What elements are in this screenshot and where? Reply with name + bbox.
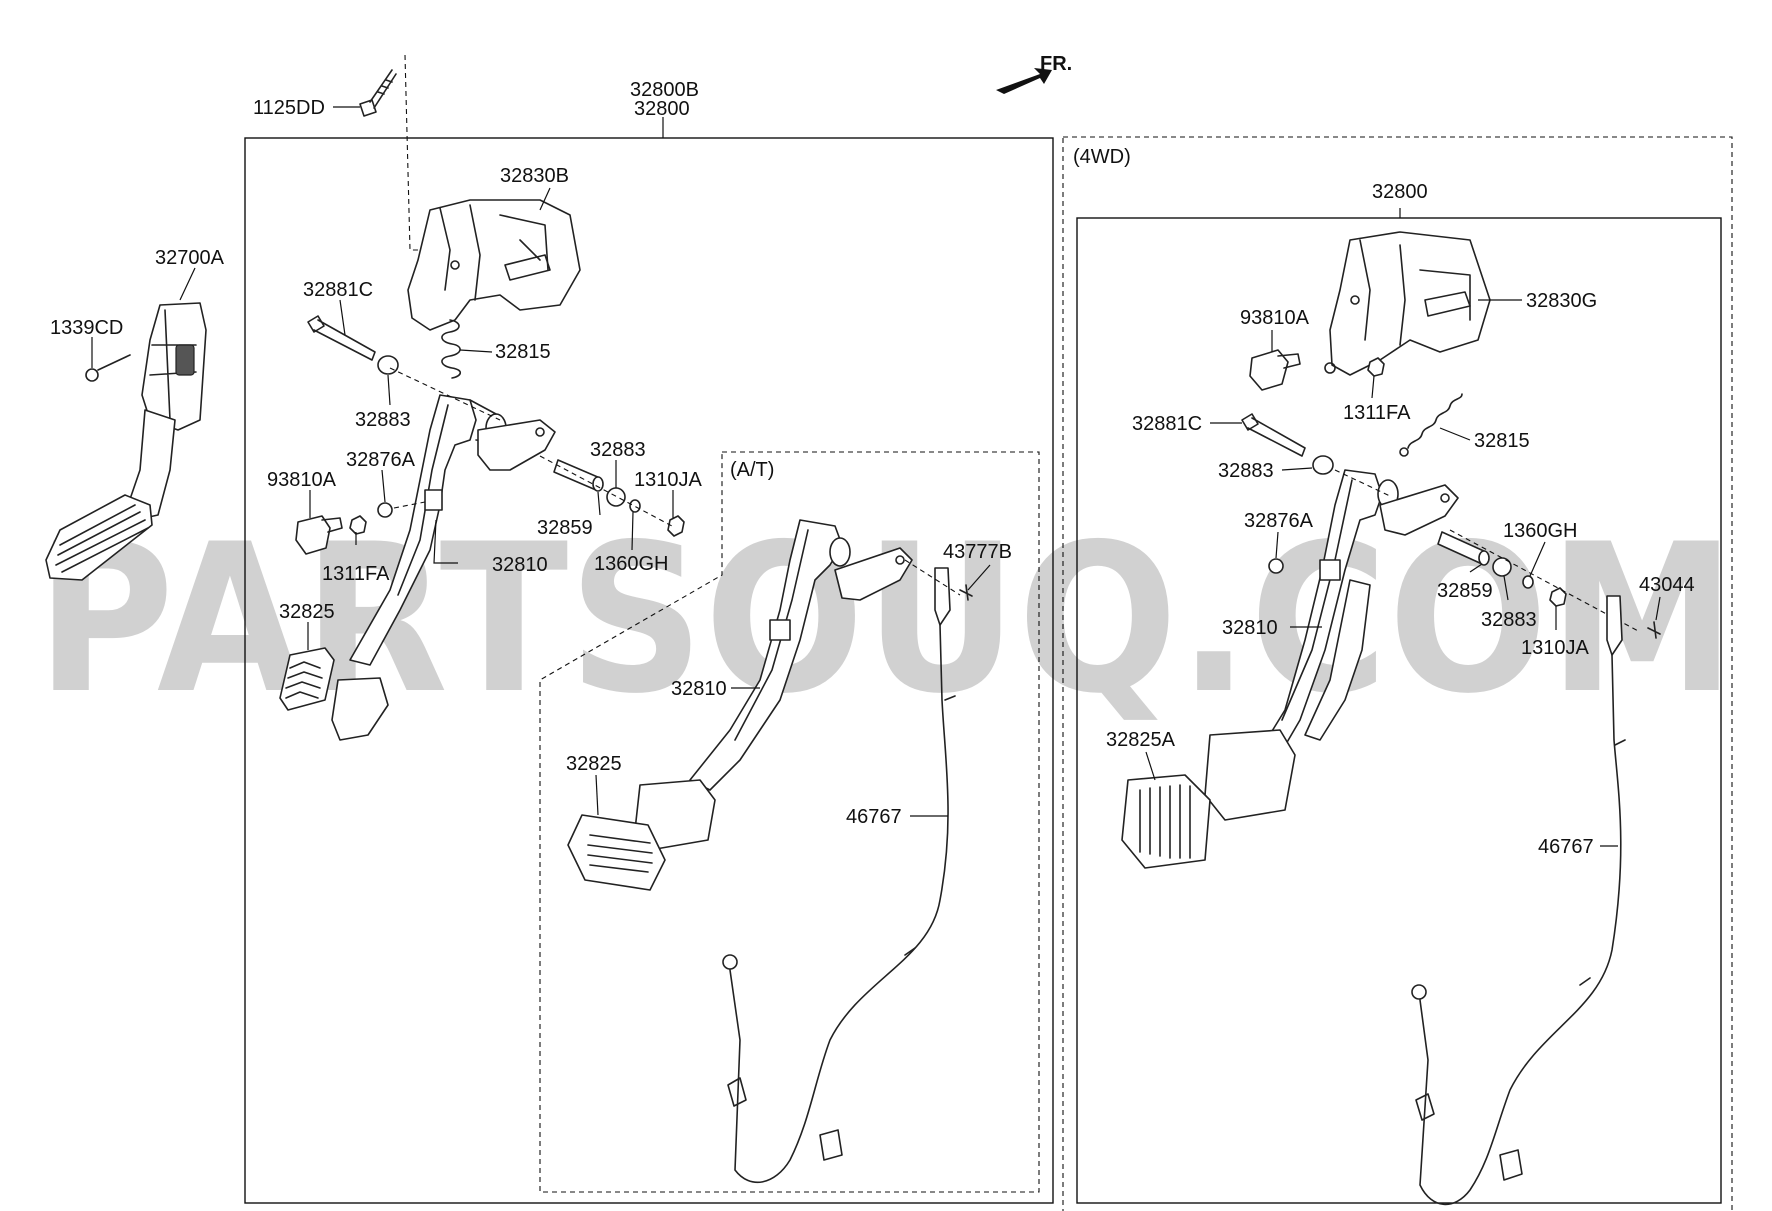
4wd-nut-1310JA-drawing [1549, 587, 1567, 607]
label-4wd-32876A: 32876A [1244, 510, 1314, 532]
label-4wd-32815: 32815 [1474, 430, 1530, 452]
label-1310JA: 1310JA [634, 469, 702, 491]
label-at-32810: 32810 [671, 678, 727, 700]
label-93810A: 93810A [267, 469, 337, 491]
label-32876A: 32876A [346, 449, 416, 471]
bolt-axis-line [389, 367, 673, 527]
section-label-at: (A/T) [730, 459, 774, 481]
4wd-stop-switch-93810A-drawing [1249, 349, 1301, 391]
label-at-32825: 32825 [566, 753, 622, 775]
label-4wd-32883-b: 32883 [1481, 609, 1537, 631]
at-brake-pedal-32810-drawing [634, 519, 913, 851]
bushing-32883-drawing [377, 355, 399, 375]
section-label-4wd: (4WD) [1073, 146, 1131, 168]
4wd-pedal-pad-32825A-drawing [1121, 774, 1211, 869]
at-cable-46767-drawing [722, 567, 956, 1184]
label-32815: 32815 [495, 341, 551, 363]
4wd-pedal-bracket-32830G-drawing [1329, 231, 1491, 376]
label-4wd-93810A: 93810A [1240, 307, 1310, 329]
4wd-assembly-frame [1076, 217, 1722, 1204]
label-4wd-32881C: 32881C [1132, 413, 1202, 435]
4wd-clip-43044-drawing [1647, 621, 1661, 639]
4wd-washer-1360GH-drawing [1522, 575, 1534, 589]
leader-lines [91, 106, 1661, 847]
label-at-46767: 46767 [846, 806, 902, 828]
label-4wd-32830G: 32830G [1526, 290, 1597, 312]
accelerator-pedal-drawing [45, 302, 207, 581]
at-section-frame [539, 451, 1040, 1193]
label-4wd-32859: 32859 [1437, 580, 1493, 602]
4wd-bushing-32883-drawing [1312, 455, 1334, 475]
4wd-bolt-32881C-drawing [1241, 413, 1306, 457]
label-1311FA: 1311FA [322, 563, 390, 585]
4wd-section-frame [1062, 136, 1733, 1211]
4wd-cable-46767-drawing [1411, 595, 1626, 1206]
nut-1310JA-drawing [667, 515, 685, 537]
4wd-stopper-32876A-drawing [1268, 558, 1284, 574]
bolt-1125DD-centerline [404, 54, 420, 251]
label-1339CD: 1339CD [50, 317, 123, 339]
label-32881C: 32881C [303, 279, 373, 301]
label-32830B: 32830B [500, 165, 569, 187]
label-4wd-32825A: 32825A [1106, 729, 1176, 751]
spring-32815-drawing [441, 319, 462, 379]
nut-1311FA-drawing [349, 515, 367, 535]
4wd-brake-pedal-32810-drawing [1204, 469, 1459, 821]
4wd-nut-1311FA-drawing [1367, 357, 1385, 377]
label-4wd-32810: 32810 [1222, 617, 1278, 639]
front-direction-arrow-icon [996, 68, 1052, 94]
washer-1360GH-drawing [629, 499, 641, 513]
label-4wd-1311FA: 1311FA [1343, 402, 1411, 424]
pedal-bracket-32830B-drawing [407, 199, 581, 331]
label-4wd-32800: 32800 [1372, 181, 1428, 203]
4wd-bolt-axis-line [1334, 469, 1641, 633]
label-32883-b: 32883 [590, 439, 646, 461]
label-32700A: 32700A [155, 247, 225, 269]
label-32825: 32825 [279, 601, 335, 623]
label-1360GH: 1360GH [594, 553, 669, 575]
brake-pedal-32810-drawing [331, 394, 556, 741]
stopper-32876A-drawing [377, 502, 393, 518]
label-32810: 32810 [492, 554, 548, 576]
at-pedal-pad-32825-drawing [567, 814, 666, 891]
at-clip-43777B-drawing [959, 584, 973, 601]
pin-32859-drawing [553, 459, 604, 492]
label-32883-a: 32883 [355, 409, 411, 431]
label-4wd-1310JA: 1310JA [1521, 637, 1589, 659]
label-32800: 32800 [634, 98, 690, 120]
4wd-spring-32815-drawing [1399, 393, 1463, 457]
stop-lamp-switch-93810A-drawing [295, 515, 343, 555]
pedal-pad-32825-drawing [279, 647, 335, 711]
main-assembly-frame [244, 137, 1054, 1204]
label-4wd-46767: 46767 [1538, 836, 1594, 858]
at-clip-axis-line [904, 559, 961, 596]
bushing-32883-b-drawing [606, 487, 626, 507]
label-4wd-1360GH: 1360GH [1503, 520, 1578, 542]
bolt-32881C-drawing [307, 315, 376, 361]
label-43777B: 43777B [943, 541, 1012, 563]
part-labels: 1125DD 32800B 32800 32830B 32700A 32881C… [50, 79, 1695, 858]
bolt-1125DD-drawing [359, 69, 397, 117]
label-32800B: 32800B [630, 79, 699, 101]
label-32859: 32859 [537, 517, 593, 539]
orientation-label: FR. [1040, 53, 1072, 75]
4wd-switch-hole-drawing [1324, 362, 1336, 374]
label-1125DD: 1125DD [253, 97, 325, 119]
label-4wd-43044: 43044 [1639, 574, 1695, 596]
label-4wd-32883-a: 32883 [1218, 460, 1274, 482]
4wd-bushing-32883-b-drawing [1492, 557, 1512, 577]
